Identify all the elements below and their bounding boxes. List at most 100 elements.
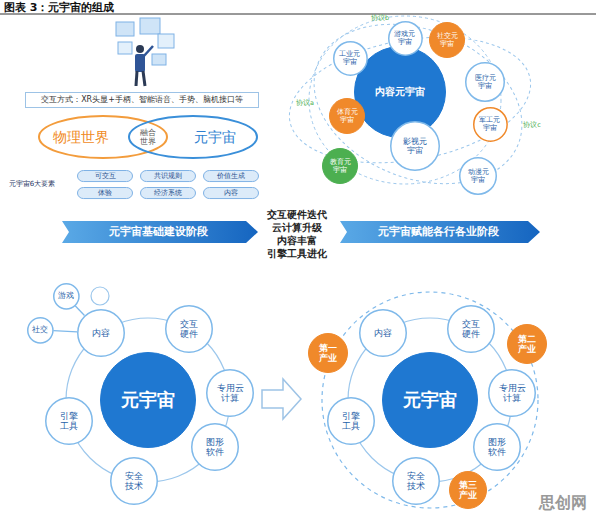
satellite-circle: 引擎工具	[45, 397, 93, 445]
text-block: 第三产业	[459, 480, 477, 501]
node-text: 交互硬件	[180, 319, 198, 340]
text-block: 元宇宙	[403, 390, 457, 411]
decor-shape	[140, 18, 160, 34]
satellite-circle: 教育元宇宙	[322, 148, 358, 184]
satellite-circle: 专用云计算	[206, 369, 254, 417]
satellite-circle-path	[474, 424, 521, 471]
satellite-circle: 动漫元宇宙	[459, 157, 497, 195]
element-pill: 可交互	[77, 170, 133, 182]
node-text: 教育元宇宙	[330, 158, 351, 174]
node-text: 共识规则	[154, 172, 182, 180]
annotation-label: 协议a	[296, 100, 314, 107]
annotation-label: 融合世界	[140, 128, 156, 146]
text-block: 社交元宇宙	[437, 32, 458, 48]
hub-circle: 元宇宙	[100, 352, 196, 448]
text-block: 元宇宙	[194, 129, 236, 145]
text-block: 动漫元宇宙	[468, 168, 489, 184]
node-text: 内容	[92, 328, 110, 338]
satellite-circle: 图形软件	[473, 423, 521, 471]
text-block: 价值生成	[217, 172, 245, 180]
satellite-circle-path	[166, 306, 213, 353]
node-text: 图形软件	[488, 437, 506, 458]
text-block: 元宇宙基础建设阶段	[109, 226, 208, 239]
hub-circle: 内容元宇宙	[354, 46, 446, 138]
element-pill-path	[204, 170, 259, 181]
node-text: 体验	[98, 189, 112, 197]
text-block: 社交	[32, 325, 48, 334]
text-block: 内容元宇宙	[375, 86, 425, 98]
node-text: 游戏	[58, 291, 74, 300]
annotation-label: 协议c	[523, 122, 541, 129]
industry-circle: 第三产业	[449, 471, 487, 509]
text-block: 工业元宇宙	[339, 50, 360, 66]
connector-line	[75, 306, 84, 316]
text-block: 教育元宇宙	[330, 158, 351, 174]
satellite-circle: 交互硬件	[447, 305, 495, 353]
node-text: 经济系统	[154, 189, 182, 197]
satellite-circle: 内容	[359, 309, 407, 357]
text-block: 游戏元宇宙	[394, 30, 415, 46]
satellite-circle-path	[27, 317, 52, 342]
stage-note: 内容丰富	[277, 235, 317, 247]
node-text: 元宇宙基础建设阶段	[109, 226, 208, 239]
satellite-circle-path	[393, 458, 440, 505]
connector-line	[53, 331, 77, 332]
stage-note: 引擎工具进化	[267, 248, 327, 260]
industry-circle-path	[309, 334, 348, 373]
node-text: 第二产业	[518, 334, 536, 355]
satellite-circle: 引擎工具	[327, 397, 375, 445]
satellite-circle: 安全技术	[110, 457, 158, 505]
decor-shape	[290, 0, 546, 213]
stage-banner-path	[340, 221, 540, 243]
node-text: 第一产业	[319, 343, 337, 364]
node-text: 第三产业	[459, 480, 477, 501]
node-text: 引擎工具	[342, 411, 360, 432]
satellite-circle: 社交	[27, 317, 54, 344]
industry-ring	[322, 292, 538, 508]
satellite-circle: 医疗元宇宙	[465, 62, 505, 102]
node-text: 内容元宇宙	[375, 86, 425, 98]
text-block: 共识规则	[154, 172, 182, 180]
satellite-circle-path	[489, 370, 536, 417]
stage-note: 交互硬件迭代	[267, 209, 327, 221]
satellite-circle-path	[192, 424, 239, 471]
node-text: 元宇宙	[403, 390, 457, 411]
node-text: 工业元宇宙	[339, 50, 360, 66]
node-text: 可交互	[95, 172, 116, 180]
node-text: 交互硬件	[462, 319, 480, 340]
person-illustration	[116, 18, 174, 86]
satellite-circle-path	[466, 63, 505, 102]
node-text: 价值生成	[217, 172, 245, 180]
text-block: 内容	[374, 328, 392, 338]
text-block: 交互方式：XR头显+手柄、智能语音、手势、脑机接口等	[41, 95, 243, 104]
element-pill: 经济系统	[140, 187, 196, 199]
satellite-circle: 军工元宇宙	[473, 107, 508, 142]
node-text: 元宇宙	[121, 390, 175, 411]
node-text: 体育元宇宙	[337, 108, 358, 124]
decor-shape	[143, 46, 153, 57]
text-block: 物理世界	[53, 129, 109, 145]
satellite-circle-path	[388, 21, 421, 54]
text-block: 体验	[98, 189, 112, 197]
satellite-circle-path	[78, 310, 125, 357]
satellite-circle: 图形软件	[191, 423, 239, 471]
satellite-circle-path	[46, 398, 93, 445]
text-block: 交互硬件	[180, 319, 198, 340]
decor-shape	[152, 54, 166, 65]
node-text: 动漫元宇宙	[468, 168, 489, 184]
annotation-label: 元宇宙6大要素	[9, 180, 55, 188]
element-pill: 体验	[77, 187, 133, 199]
text-block: 第一产业	[319, 343, 337, 364]
node-text: 内容	[224, 189, 238, 197]
text-block: 元宇宙	[121, 390, 175, 411]
node-text: 影视元宇宙	[403, 137, 427, 155]
text-block: 经济系统	[154, 189, 182, 197]
hub-circle-path	[101, 353, 196, 448]
element-pill-path	[141, 187, 196, 198]
satellite-circle-path	[448, 306, 495, 353]
node-text: 医疗元宇宙	[475, 74, 496, 90]
protocol-ellipses	[279, 0, 545, 213]
figure-title: 图表 3：元宇宙的组成	[4, 0, 114, 15]
text-block: 图形软件	[206, 437, 224, 458]
node-text: 社交元宇宙	[437, 32, 458, 48]
